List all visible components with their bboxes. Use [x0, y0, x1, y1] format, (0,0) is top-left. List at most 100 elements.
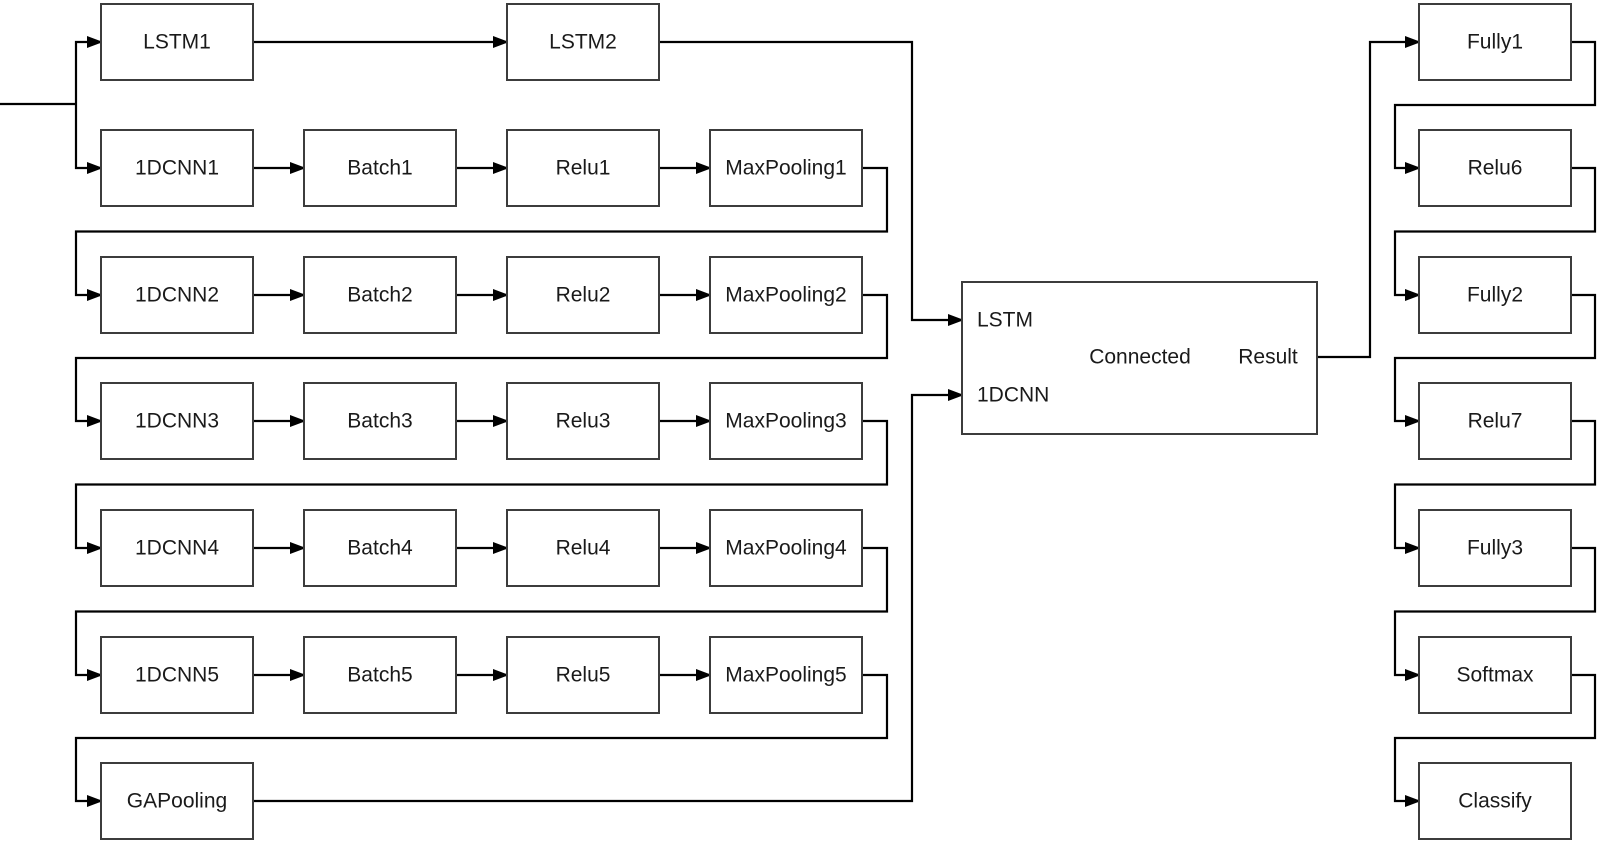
node-fully2: Fully2: [1418, 256, 1572, 334]
node-box: [961, 281, 1318, 435]
node-label: Batch3: [347, 410, 412, 433]
node-box: [100, 129, 254, 207]
node-label: Batch4: [347, 537, 413, 560]
node-lstm1: LSTM1: [100, 3, 254, 81]
arrow-wrap-row3: [74, 419, 889, 554]
node-label: Fully3: [1467, 537, 1523, 560]
node-box: [506, 509, 660, 587]
node-1dcnn5: 1DCNN5: [100, 636, 254, 714]
node-label: MaxPooling4: [725, 537, 847, 560]
node-box: [303, 636, 457, 714]
node-batch4: Batch4: [303, 509, 457, 587]
node-relu6: Relu6: [1418, 129, 1572, 207]
node-lstm2: LSTM2: [506, 3, 660, 81]
node-box: [506, 382, 660, 460]
node-merge: LSTM 1DCNN Connected Result: [961, 281, 1318, 435]
node-box: [1418, 382, 1572, 460]
node-box: [303, 509, 457, 587]
arrow-lstm2-merge: [659, 40, 964, 326]
node-label: 1DCNN5: [135, 664, 219, 687]
node-maxpooling1: MaxPooling1: [709, 129, 863, 207]
node-box: [100, 509, 254, 587]
node-box: [709, 509, 863, 587]
merge-cnn-input-label: 1DCNN: [977, 384, 1049, 407]
arrow-input-1dcnn1: [74, 104, 103, 174]
diagram-nodes: LSTM1 LSTM2 1DCNN1 Batch1 Relu1 MaxPooling1 1D…: [100, 3, 1572, 840]
node-fully3: Fully3: [1418, 509, 1572, 587]
arrow-out-1: [1393, 166, 1597, 301]
node-label: MaxPooling2: [725, 284, 846, 307]
node-box: [100, 382, 254, 460]
connector-arrows: [0, 36, 1597, 807]
arrow-out-3: [1393, 419, 1597, 554]
node-label: LSTM2: [549, 31, 617, 54]
node-fully1: Fully1: [1418, 3, 1572, 81]
arrow-input-lstm1: [74, 36, 103, 104]
node-label: Relu1: [556, 157, 611, 180]
node-box: [1418, 3, 1572, 81]
node-batch5: Batch5: [303, 636, 457, 714]
node-classify: Classify: [1418, 762, 1572, 840]
node-box: [100, 256, 254, 334]
node-label: MaxPooling1: [725, 157, 846, 180]
arrow-wrap-row4: [74, 546, 889, 681]
node-label: Relu5: [556, 664, 611, 687]
node-label: Relu7: [1468, 410, 1523, 433]
node-label: GAPooling: [127, 790, 227, 813]
node-box: [709, 382, 863, 460]
merge-output-label: Result: [1238, 346, 1298, 369]
node-relu5: Relu5: [506, 636, 660, 714]
node-box: [1418, 509, 1572, 587]
node-box: [100, 636, 254, 714]
node-label: Batch2: [347, 284, 412, 307]
node-box: [506, 3, 660, 81]
node-box: [1418, 762, 1572, 840]
node-relu1: Relu1: [506, 129, 660, 207]
node-box: [1418, 256, 1572, 334]
node-box: [506, 256, 660, 334]
node-label: Batch5: [347, 664, 412, 687]
node-gapooling: GAPooling: [100, 762, 254, 840]
node-label: Relu2: [556, 284, 611, 307]
node-box: [506, 636, 660, 714]
node-box: [709, 256, 863, 334]
node-box: [709, 129, 863, 207]
node-label: 1DCNN4: [135, 537, 219, 560]
node-label: Fully1: [1467, 31, 1523, 54]
node-label: Relu3: [556, 410, 611, 433]
node-1dcnn3: 1DCNN3: [100, 382, 254, 460]
node-label: Batch1: [347, 157, 412, 180]
arrow-out-2: [1393, 293, 1597, 427]
node-label: MaxPooling5: [725, 664, 846, 687]
node-box: [303, 129, 457, 207]
arrow-out-5: [1393, 673, 1597, 807]
node-batch2: Batch2: [303, 256, 457, 334]
node-label: Relu4: [556, 537, 611, 560]
arrow-gapooling-merge: [253, 389, 964, 803]
merge-lstm-input-label: LSTM: [977, 309, 1033, 332]
node-1dcnn4: 1DCNN4: [100, 509, 254, 587]
arrow-wrap-row1: [74, 166, 889, 301]
node-box: [1418, 636, 1572, 714]
node-label: Fully2: [1467, 284, 1523, 307]
node-relu2: Relu2: [506, 256, 660, 334]
node-label: Relu6: [1468, 157, 1523, 180]
arrow-out-4: [1393, 546, 1597, 681]
node-label: Classify: [1458, 790, 1532, 813]
node-label: Softmax: [1456, 664, 1534, 687]
node-1dcnn1: 1DCNN1: [100, 129, 254, 207]
node-1dcnn2: 1DCNN2: [100, 256, 254, 334]
arrow-merge-fully1: [1317, 36, 1421, 359]
node-box: [100, 762, 254, 840]
node-box: [100, 3, 254, 81]
node-relu4: Relu4: [506, 509, 660, 587]
node-box: [303, 256, 457, 334]
node-label: 1DCNN3: [135, 410, 219, 433]
arrow-wrap-row5: [74, 673, 889, 807]
node-box: [506, 129, 660, 207]
node-maxpooling2: MaxPooling2: [709, 256, 863, 334]
arrow-wrap-row2: [74, 293, 889, 427]
node-relu7: Relu7: [1418, 382, 1572, 460]
merge-center-label: Connected: [1089, 346, 1191, 369]
